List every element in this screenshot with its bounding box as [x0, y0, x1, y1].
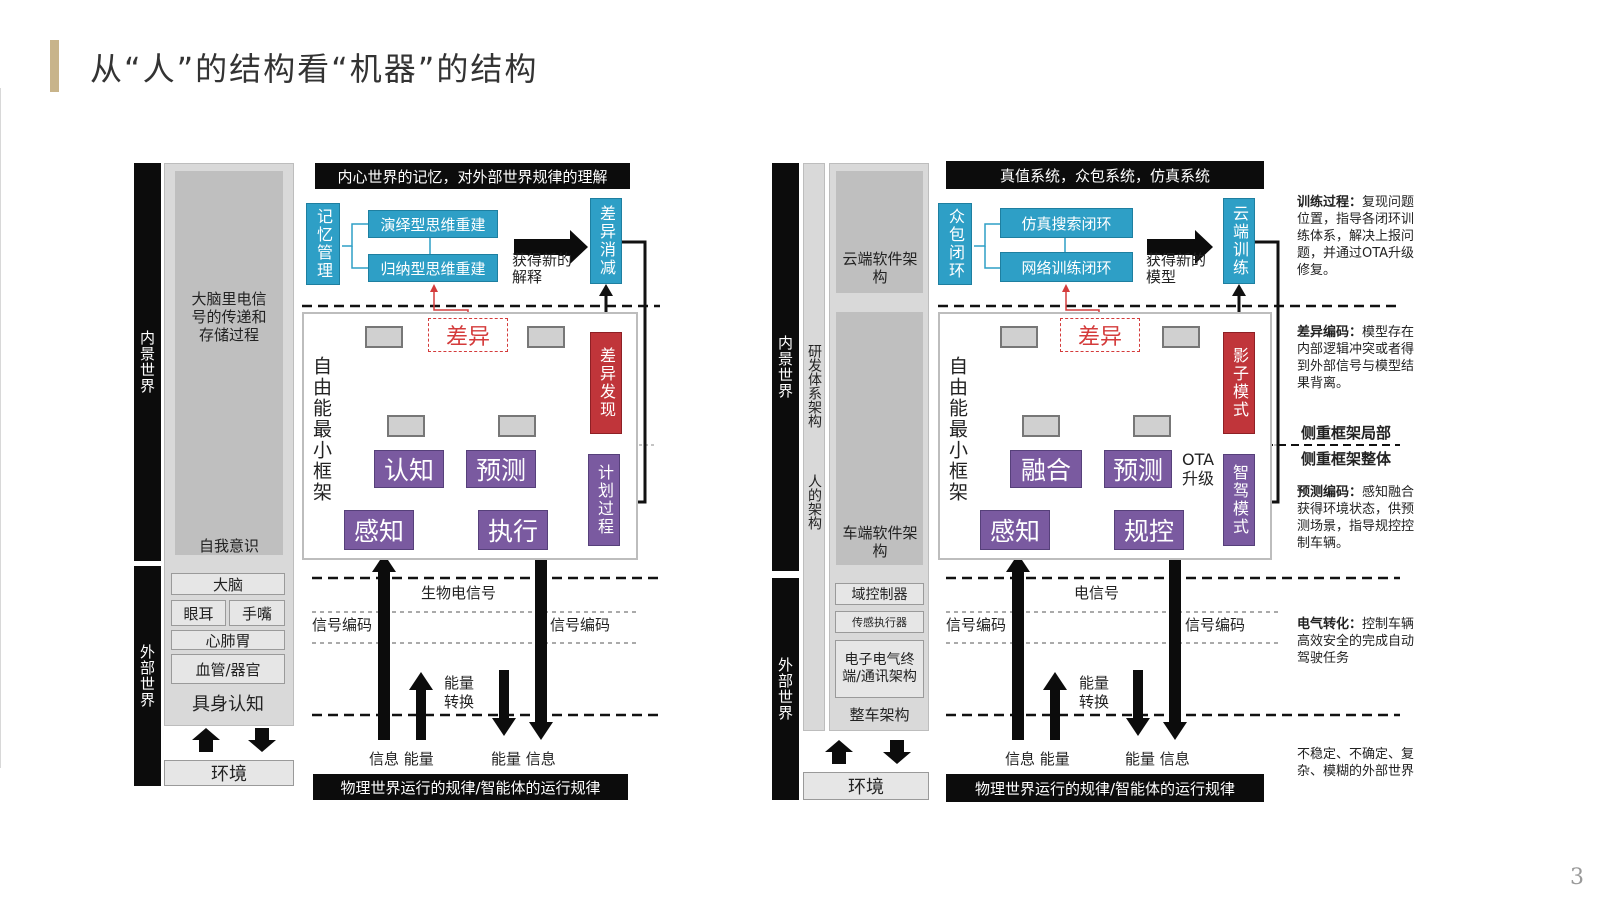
control-box: 规控 — [1114, 510, 1184, 550]
left-rule — [0, 88, 1, 768]
title-accent-bar — [50, 40, 59, 92]
note-unstable: 不稳定、不确定、复杂、模糊的外部世界 — [1297, 747, 1415, 779]
perception-box: 感知 — [344, 510, 414, 550]
right-encode-right-label: 信号编码 — [1185, 616, 1246, 634]
right-bottom-banner: 物理世界运行的规律/智能体的运行规律 — [946, 774, 1264, 802]
sim-loop-box: 仿真搜索闭环 — [1000, 208, 1133, 238]
right-energy-convert-label: 能量转换 — [1079, 674, 1110, 711]
note-training-title: 训练过程： — [1297, 195, 1363, 210]
cloud-sw-block — [836, 171, 923, 293]
note-predict-text: 感知融合获得环境状态，供预测场景，指导规控控制车辆。 — [1297, 485, 1415, 551]
shadow-mode-box: 影子模式 — [1223, 332, 1255, 434]
right-min-frame-label: 自由能最小框架 — [946, 356, 968, 503]
node-tr — [527, 326, 565, 348]
cloud-sw-label: 云端软件架构 — [842, 250, 918, 286]
note-training-text: 复现问题位置，指导各闭环训练体系，解决上报问题，并通过OTA升级修复。 — [1297, 195, 1415, 278]
domain-controller-box: 域控制器 — [835, 583, 924, 605]
node-bl — [387, 415, 425, 437]
right-encode-left-label: 信号编码 — [946, 616, 1007, 634]
note-diff-text: 模型存在内部逻辑冲突或者得到外部信号与模型结果背离。 — [1297, 325, 1415, 391]
node-tl — [365, 326, 403, 348]
vehicle-sw-label: 车端软件架构 — [842, 524, 918, 560]
deductive-box: 演绎型思维重建 — [368, 210, 498, 238]
embodied-label: 具身认知 — [192, 694, 264, 715]
cloud-train-box: 云端训练 — [1223, 198, 1255, 284]
right-predict-box: 预测 — [1104, 450, 1172, 488]
sensor-actuator-box: 传感执行器 — [835, 611, 924, 633]
rd-arch-label: 研发体系架构 — [806, 344, 822, 428]
note-predict: 预测编码：感知融合获得环境状态，供预测场景，指导规控控制车辆。 — [1297, 484, 1421, 552]
body-eye-ear: 眼耳 — [171, 600, 226, 626]
net-loop-box: 网络训练闭环 — [1000, 252, 1133, 282]
right-inner-world-bar: 内景世界 — [772, 163, 799, 571]
vehicle-sw-block — [836, 312, 923, 565]
notes-panel — [1245, 180, 1427, 812]
fusion-box: 融合 — [1010, 450, 1082, 488]
right-node-tl — [1000, 326, 1038, 348]
predict-box: 预测 — [466, 450, 536, 488]
elec-signal-label: 电信号 — [1074, 584, 1120, 602]
note-side-whole: 侧重框架整体 — [1301, 450, 1392, 468]
brain-block — [175, 171, 283, 555]
ee-arch-box: 电子电气终端/通讯架构 — [835, 640, 924, 698]
vehicle-arch-label: 整车架构 — [849, 706, 910, 724]
brain-process-label: 大脑里电信号的传递和存储过程 — [191, 290, 267, 344]
encode-right-label: 信号编码 — [550, 616, 611, 634]
page-number: 3 — [1570, 865, 1584, 890]
diff-discover-box: 差异发现 — [590, 332, 622, 434]
min-frame-label: 自由能最小框架 — [310, 356, 332, 503]
left-top-banner: 内心世界的记忆，对外部世界规律的理解 — [315, 163, 630, 189]
body-vessels: 血管/器官 — [171, 654, 285, 684]
cognition-box: 认知 — [374, 450, 444, 488]
memory-box: 记忆管理 — [306, 203, 340, 285]
diff-reduce-box: 差异消减 — [590, 198, 622, 284]
plan-box: 计划过程 — [588, 454, 620, 546]
node-br — [498, 415, 536, 437]
ota-label: OTA升级 — [1182, 450, 1215, 488]
note-training: 训练过程：复现问题位置，指导各闭环训练体系，解决上报问题，并通过OTA升级修复。 — [1297, 194, 1421, 279]
energy-info-label: 能量 信息 — [491, 750, 556, 768]
body-hand-mouth: 手嘴 — [229, 600, 285, 626]
execute-box: 执行 — [478, 510, 548, 550]
energy-convert-label: 能量转换 — [444, 674, 475, 711]
right-node-tr — [1162, 326, 1200, 348]
page-title: 从“人”的结构看“机器”的结构 — [90, 50, 539, 88]
right-node-bl — [1022, 415, 1060, 437]
note-electric-title: 电气转化： — [1297, 617, 1363, 632]
rd-column — [803, 163, 825, 731]
difference-box: 差异 — [428, 318, 508, 352]
self-awareness-label: 自我意识 — [198, 537, 259, 555]
right-top-banner: 真值系统，众包系统，仿真系统 — [946, 161, 1264, 189]
encode-left-label: 信号编码 — [312, 616, 373, 634]
body-brain: 大脑 — [171, 573, 285, 595]
right-info-energy-label: 信息 能量 — [1005, 750, 1070, 768]
note-electric: 电气转化：控制车辆高效安全的完成自动驾驶任务 — [1297, 616, 1421, 667]
outer-world-bar: 外部世界 — [134, 566, 161, 786]
driving-mode-box: 智驾模式 — [1223, 454, 1255, 546]
new-explain-label: 获得新的解释 — [512, 251, 573, 286]
note-predict-title: 预测编码： — [1297, 485, 1363, 500]
bio-signal-label: 生物电信号 — [421, 584, 497, 602]
info-energy-label: 信息 能量 — [369, 750, 434, 768]
human-arch-label: 人的架构 — [806, 474, 822, 530]
right-node-br — [1133, 415, 1171, 437]
right-perception-box: 感知 — [980, 510, 1050, 550]
right-difference-box: 差异 — [1060, 318, 1140, 352]
body-heart-lung: 心肺胃 — [171, 630, 285, 650]
right-environment-box: 环境 — [803, 772, 929, 800]
note-electric-text: 控制车辆高效安全的完成自动驾驶任务 — [1297, 617, 1415, 666]
left-bottom-banner: 物理世界运行的规律/智能体的运行规律 — [313, 774, 628, 800]
left-diagram: 内景世界 外部世界 大脑里电信号的传递和存储过程 自我意识 大脑 眼耳 手嘴 心… — [134, 163, 660, 800]
inductive-box: 归纳型思维重建 — [368, 254, 498, 282]
right-outer-world-bar: 外部世界 — [772, 578, 799, 800]
inner-world-bar: 内景世界 — [134, 163, 161, 561]
note-diff-title: 差异编码： — [1297, 325, 1363, 340]
new-model-label: 获得新的模型 — [1146, 251, 1207, 286]
crowd-loop-box: 众包闭环 — [938, 203, 972, 285]
note-side-local: 侧重框架局部 — [1301, 424, 1392, 442]
right-energy-info-label: 能量 信息 — [1125, 750, 1190, 768]
environment-box: 环境 — [164, 760, 294, 786]
note-diff: 差异编码：模型存在内部逻辑冲突或者得到外部信号与模型结果背离。 — [1297, 324, 1421, 392]
